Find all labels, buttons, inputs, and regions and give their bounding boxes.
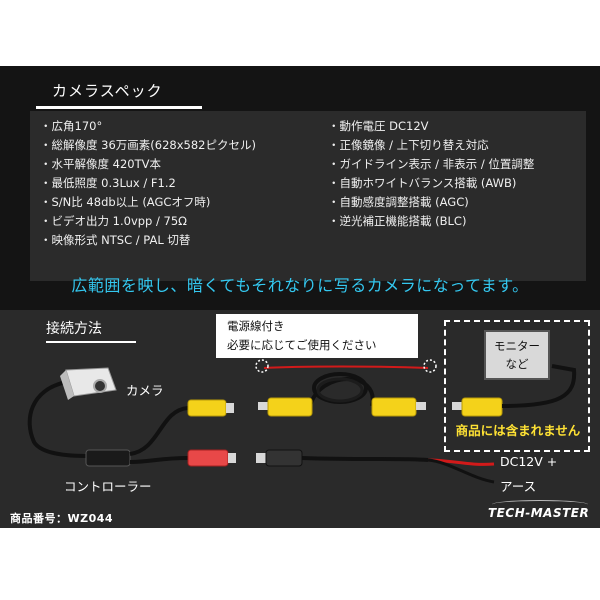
monitor-rca-connector <box>452 397 503 417</box>
wiring-heading: 接続方法 <box>46 318 136 343</box>
spec-item: ・ガイドライン表示 / 非表示 / 位置調整 <box>328 157 535 171</box>
brand-logo: TECH-MASTER <box>488 500 590 520</box>
dc-male-plug <box>256 449 303 467</box>
camera-cable <box>27 380 87 458</box>
video-cable <box>129 406 189 456</box>
ground-label: アース <box>500 479 537 494</box>
power-note-line2: 必要に応じてご使用ください <box>227 338 377 352</box>
camera-label: カメラ <box>126 383 164 398</box>
dc12v-label: DC12V + <box>500 454 558 469</box>
spec-item: ・動作電圧 DC12V <box>328 119 429 133</box>
brand-name: TECH-MASTER <box>488 506 590 520</box>
spec-panel: カメラスペック ・広角170° ・総解像度 36万画素(628x582ピクセル)… <box>0 66 600 310</box>
spec-title-bar: カメラスペック <box>36 78 202 109</box>
not-included-box <box>444 320 590 452</box>
product-code: 商品番号：WZ044 <box>10 512 114 525</box>
spec-list-left: ・広角170° ・総解像度 36万画素(628x582ピクセル) ・水平解像度 … <box>40 117 256 250</box>
not-included-label: 商品には含まれません <box>455 423 581 438</box>
spec-item: ・映像形式 NTSC / PAL 切替 <box>40 233 191 247</box>
logo-swoosh <box>492 500 588 509</box>
spec-item: ・自動感度調整搭載 (AGC) <box>328 195 469 209</box>
spec-list-box: ・広角170° ・総解像度 36万画素(628x582ピクセル) ・水平解像度 … <box>30 111 586 281</box>
spec-item: ・広角170° <box>40 119 103 133</box>
spec-item: ・S/N比 48db以上 (AGCオフ時) <box>40 195 211 209</box>
camera-icon <box>60 367 117 400</box>
tagline: 広範囲を映し、暗くてもそれなりに写るカメラになってます。 <box>71 276 529 295</box>
spec-title: カメラスペック <box>52 82 163 100</box>
spec-item: ・最低照度 0.3Lux / F1.2 <box>40 176 176 190</box>
dc-cable <box>301 456 429 462</box>
dc-ground-wire <box>427 458 495 484</box>
spec-item: ・逆光補正機能搭載 (BLC) <box>328 214 467 228</box>
spec-item: ・正像鏡像 / 上下切り替え対応 <box>328 138 489 152</box>
power-cable <box>129 456 189 464</box>
monitor-box: モニター など <box>484 330 550 380</box>
wiring-panel: 接続方法 電源線付き 必要に応じてご使用ください モニター など 商品には含まれ… <box>0 310 600 528</box>
rca-male-connector-2 <box>371 397 426 417</box>
monitor-cable <box>501 364 577 408</box>
monitor-label-line2: など <box>505 357 529 371</box>
controller-box-shape <box>85 449 131 467</box>
power-note-line1: 電源線付き <box>227 319 285 333</box>
spec-item: ・総解像度 36万画素(628x582ピクセル) <box>40 138 256 152</box>
spec-item: ・ビデオ出力 1.0vpp / 75Ω <box>40 214 187 228</box>
wire-end-left <box>255 359 269 373</box>
wiring-diagram <box>27 359 577 484</box>
extension-red-wire <box>263 365 429 369</box>
rca-female-connector-1 <box>187 399 234 417</box>
spec-item: ・水平解像度 420TV本 <box>40 157 161 171</box>
wire-end-right <box>423 359 437 373</box>
dc-female-connector <box>187 449 236 467</box>
controller-label: コントローラー <box>64 479 152 494</box>
rca-male-connector-1 <box>258 397 313 417</box>
spec-item: ・自動ホワイトバランス搭載 (AWB) <box>328 176 517 190</box>
spec-list-right: ・動作電圧 DC12V ・正像鏡像 / 上下切り替え対応 ・ガイドライン表示 /… <box>328 117 534 231</box>
monitor-label-line1: モニター <box>494 339 540 353</box>
power-note: 電源線付き 必要に応じてご使用ください <box>216 314 418 358</box>
